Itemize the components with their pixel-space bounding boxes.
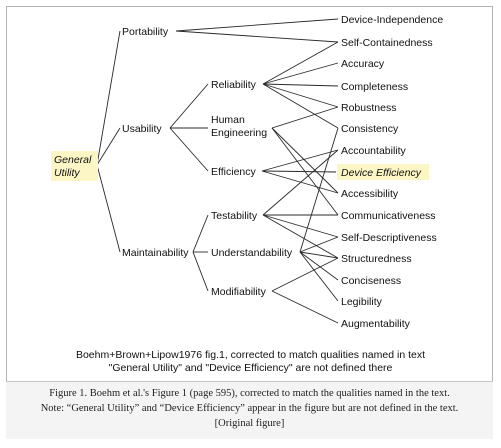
diagram-caption: Boehm+Brown+Lipow1976 fig.1, corrected t…: [0, 349, 501, 375]
leaf-communicativeness: Communicativeness: [341, 210, 436, 222]
node-efficiency: Efficiency: [211, 166, 256, 178]
diagram-caption-line: Boehm+Brown+Lipow1976 fig.1, corrected t…: [75, 349, 426, 361]
leaf-structuredness: Structuredness: [341, 253, 412, 265]
edge: [271, 257, 339, 292]
leaf-completeness: Completeness: [341, 81, 408, 93]
general-utility-highlight: [51, 151, 98, 181]
edge: [261, 170, 337, 173]
figure-caption: Figure 1. Boehm et al.'s Figure 1 (page …: [6, 381, 493, 439]
edge: [271, 106, 339, 129]
leaf-augmentability: Augmentability: [341, 318, 411, 330]
node-human-engineering: Human Engineering: [211, 114, 267, 139]
edge: [262, 214, 339, 238]
edge: [169, 127, 209, 172]
leaf-self-descriptiveness: Self-Descriptiveness: [341, 232, 437, 244]
edge: [175, 18, 339, 32]
leaf-consistency: Consistency: [341, 123, 399, 135]
leaf-accountability: Accountability: [341, 145, 407, 157]
edge: [271, 127, 339, 194]
original-figure-link[interactable]: [Original figure]: [214, 418, 285, 429]
edge: [175, 30, 339, 43]
edge: [96, 164, 121, 253]
edge: [262, 62, 339, 85]
edge: [262, 214, 339, 259]
node-modifiability: Modifiability: [211, 286, 267, 298]
node-reliability: Reliability: [211, 79, 257, 91]
edge: [261, 170, 339, 194]
figure-frame: [6, 6, 493, 439]
edge: [299, 236, 339, 253]
figure-caption-note: Note: “General Utility” and “Device Effi…: [40, 403, 459, 414]
node-testability: Testability: [211, 210, 258, 222]
edge: [299, 251, 339, 281]
edge: [192, 214, 209, 253]
leaf-device-independence: Device-Independence: [341, 14, 443, 26]
leaf-legibility: Legibility: [341, 296, 383, 308]
edge: [262, 83, 339, 129]
edge: [262, 41, 339, 85]
edge: [192, 251, 209, 292]
node-general-utility: General Utility: [54, 154, 94, 179]
edge: [262, 83, 339, 108]
leaf-conciseness: Conciseness: [341, 275, 401, 287]
edge: [299, 251, 339, 259]
diagram-edges: [96, 18, 339, 324]
leaf-device-efficiency: Device Efficiency: [341, 167, 422, 179]
edge: [169, 83, 209, 129]
leaf-self-containedness: Self-Containedness: [341, 37, 433, 49]
node-understandability: Understandability: [211, 247, 293, 259]
figure-caption-line: Figure 1. Boehm et al.'s Figure 1 (page …: [49, 388, 450, 399]
edge: [262, 83, 339, 87]
leaf-robustness: Robustness: [341, 102, 396, 114]
edge: [262, 149, 339, 216]
diagram-caption-line: "General Utility" and "Device Efficiency…: [108, 362, 393, 374]
edge: [96, 30, 121, 166]
leaf-accessibility: Accessibility: [341, 188, 399, 200]
node-maintainability: Maintainability: [122, 247, 189, 259]
edge: [271, 290, 339, 324]
edge: [261, 149, 339, 172]
edge: [299, 251, 339, 302]
device-efficiency-highlight: [337, 164, 429, 180]
node-usability: Usability: [122, 123, 162, 135]
node-portability: Portability: [122, 26, 169, 38]
edge: [96, 127, 121, 166]
leaf-accuracy: Accuracy: [341, 58, 385, 70]
edge: [299, 127, 339, 253]
